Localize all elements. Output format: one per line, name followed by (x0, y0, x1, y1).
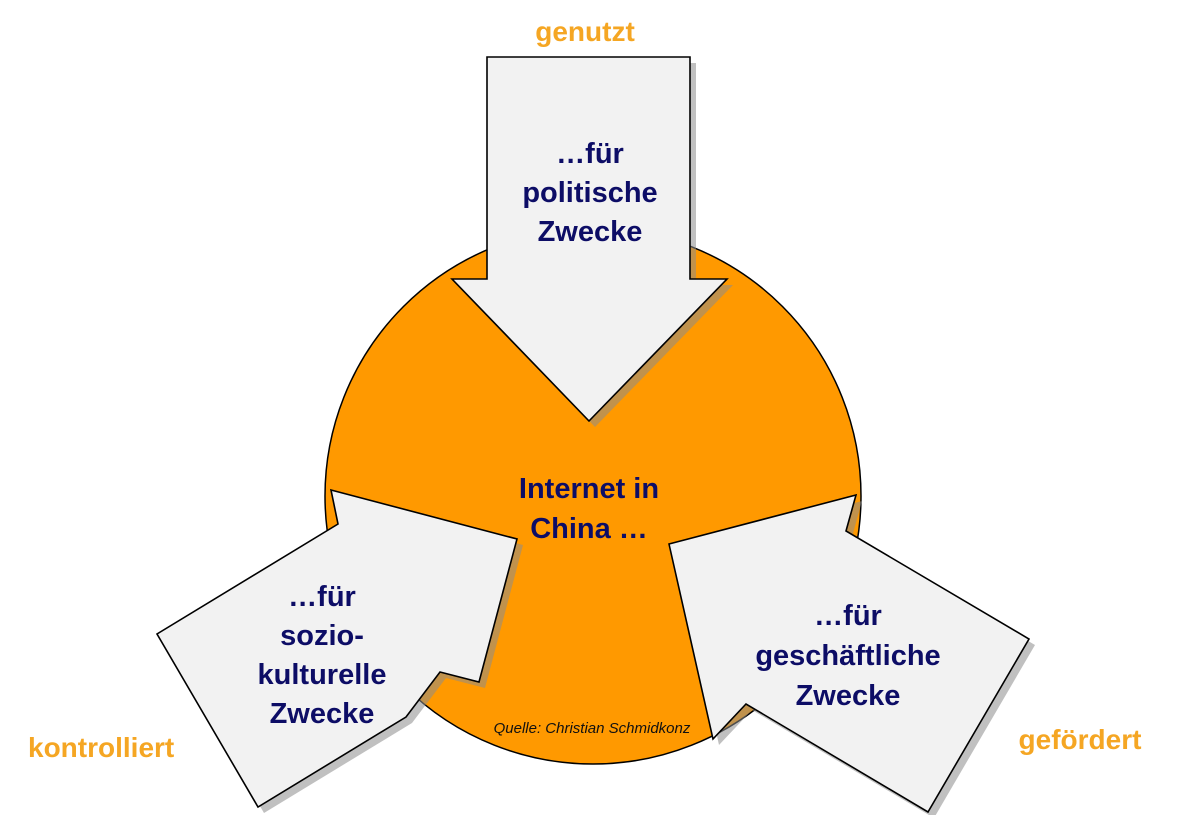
right-arrow-line-3: Zwecke (796, 680, 901, 712)
source-caption: Quelle: Christian Schmidkonz (494, 720, 691, 737)
left-arrow-line-4: Zwecke (270, 698, 375, 730)
left-arrow-line-1: …für (288, 581, 356, 613)
top-arrow-line-2: politische (522, 177, 657, 209)
label-kontrolliert: kontrolliert (28, 732, 174, 763)
left-arrow (155, 488, 518, 809)
right-arrow (668, 493, 1031, 814)
top-arrow (450, 56, 729, 423)
center-line-1: Internet in (519, 473, 659, 505)
top-arrow-line-1: …für (556, 138, 624, 170)
left-arrow-line-2: sozio- (280, 620, 364, 652)
right-arrow-line-1: …für (814, 600, 882, 632)
top-arrow-line-3: Zwecke (538, 216, 643, 248)
right-arrow-line-2: geschäftliche (755, 640, 940, 672)
label-genutzt: genutzt (535, 16, 635, 47)
left-arrow-line-3: kulturelle (258, 659, 387, 691)
center-line-2: China … (530, 513, 648, 545)
label-gefoerdert: gefördert (1019, 724, 1142, 755)
